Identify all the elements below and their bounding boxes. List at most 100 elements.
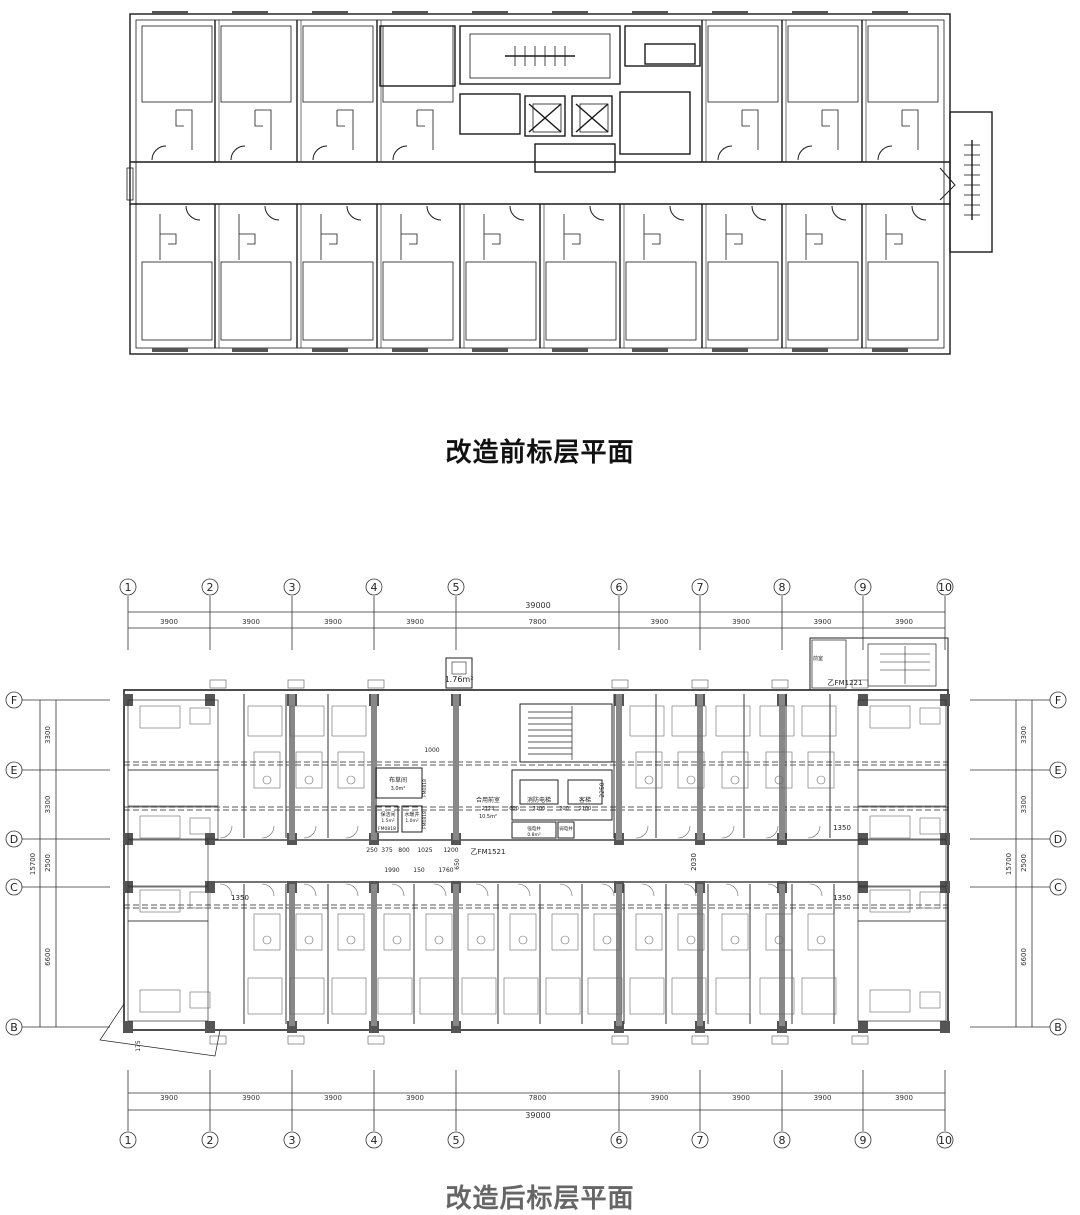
svg-text:5: 5 (453, 581, 460, 594)
bay-dim-top: 3900 (242, 618, 260, 626)
dim-1350-right-bottom: 1350 (833, 894, 851, 902)
water-area: 1.0m² (405, 818, 419, 824)
shaft-area: 0.8m² (527, 832, 541, 838)
cleaning-area: 1.5m² (381, 818, 395, 824)
dim-2250: 2250 (599, 782, 606, 797)
grid-bubble-top: 4 (365, 578, 383, 596)
grid-bubble-bottom: 1 (119, 1131, 137, 1149)
svg-text:1: 1 (125, 581, 132, 594)
grid-bubble-bottom: 2 (201, 1131, 219, 1149)
total-depth-left: 15700 (29, 853, 37, 875)
svg-text:C: C (10, 881, 18, 894)
grid-bubble-bottom: 5 (447, 1131, 465, 1149)
door-fm2: FM0818 (422, 779, 428, 797)
grid-bubble-right: B (1049, 1018, 1067, 1036)
grid-bubble-left: F (5, 691, 23, 709)
door-zfm2: 乙FM1521 (471, 848, 506, 856)
before-lift-1 (524, 95, 566, 137)
grid-bubble-bottom: 7 (691, 1131, 709, 1149)
cleaning-room (375, 805, 399, 833)
row-dim-left: 3300 (44, 796, 52, 814)
guest-lift-label: 客梯 (579, 796, 591, 804)
before-stair-core (459, 25, 621, 85)
bay-dim-bottom: 3900 (895, 1094, 913, 1102)
bay-dim-top: 3900 (324, 618, 342, 626)
total-depth-right: 15700 (1005, 853, 1013, 875)
fire-lift-label: 消防电梯 (527, 796, 551, 804)
row-dim-right: 3300 (1020, 726, 1028, 744)
svg-text:8: 8 (779, 1134, 786, 1147)
before-top-rooms (141, 20, 939, 162)
grid-bubble-right: E (1049, 761, 1067, 779)
corridor-dim: 250 (366, 847, 378, 854)
svg-text:4: 4 (371, 1134, 378, 1147)
before-stair-annex (949, 111, 993, 253)
bay-dim-bottom: 7800 (529, 1094, 547, 1102)
grid-bubble-bottom: 8 (773, 1131, 791, 1149)
corridor-dim: 150 (413, 867, 425, 874)
dim-175: 175 (135, 1040, 142, 1052)
bay-dim-bottom: 3900 (651, 1094, 669, 1102)
door-zfm: 乙FM1221 (828, 679, 863, 687)
bay-dim-top: 3900 (732, 618, 750, 626)
bay-dim-bottom: 3900 (324, 1094, 342, 1102)
water-label: 水暖井 (404, 811, 419, 818)
before-lobby (459, 93, 521, 135)
bay-dim-top: 7800 (529, 618, 547, 626)
bay-dim-top: 3900 (814, 618, 832, 626)
svg-text:2: 2 (207, 1134, 214, 1147)
row-dim-right: 6600 (1020, 948, 1028, 966)
dim-2125: 2125 (482, 806, 495, 812)
guest-lift (567, 779, 603, 805)
linen-room (375, 767, 423, 799)
shaft-area: 1.76m² (445, 675, 474, 684)
dim-1350-left: 1350 (231, 894, 249, 902)
svg-text:9: 9 (860, 581, 867, 594)
svg-text:9: 9 (860, 1134, 867, 1147)
svg-text:B: B (10, 1021, 18, 1034)
dim-1000: 1000 (424, 747, 439, 754)
stair-front-label: 前室 (813, 655, 823, 662)
before-plan-caption: 改造前标层平面 (445, 438, 635, 468)
grid-bubble-left: E (5, 761, 23, 779)
door-fm3: FM0818 (422, 811, 428, 829)
corridor-dim: 1200 (443, 847, 458, 854)
svg-text:F: F (11, 694, 17, 707)
grid-bubble-top: 3 (283, 578, 301, 596)
door-fm1: FM0818 (378, 826, 396, 832)
cleaning-label: 保洁间 (380, 811, 395, 818)
after-floor-plan: 1122334455667788991010390039003900390039… (5, 578, 1067, 1149)
bay-dim-bottom: 3900 (242, 1094, 260, 1102)
grid-bubble-bottom: 10 (936, 1131, 954, 1149)
grid-bubble-right: C (1049, 878, 1067, 896)
stair-core (519, 703, 613, 763)
grid-bubble-top: 5 (447, 578, 465, 596)
linen-label: 布草间 (389, 776, 407, 784)
svg-text:10: 10 (938, 581, 952, 594)
svg-text:5: 5 (453, 1134, 460, 1147)
bay-dim-bottom: 3900 (814, 1094, 832, 1102)
grid-bubble-left: C (5, 878, 23, 896)
corridor-dim: 1990 (384, 867, 399, 874)
svg-text:F: F (1055, 694, 1061, 707)
room-fixtures (139, 705, 941, 1015)
row-dim-right: 2500 (1020, 854, 1028, 872)
bay-dim-bottom: 3900 (732, 1094, 750, 1102)
svg-text:6: 6 (616, 581, 623, 594)
total-width-top: 39000 (525, 601, 550, 610)
bay-dim-top: 3900 (406, 618, 424, 626)
svg-text:10: 10 (938, 1134, 952, 1147)
dim-600: 600 (509, 806, 519, 812)
stair-annex (809, 637, 949, 691)
shaft-well (445, 657, 473, 689)
corridor-dim: 375 (381, 847, 393, 854)
guest-room-partitions (127, 694, 947, 1026)
bay-dim-bottom: 3900 (406, 1094, 424, 1102)
shaft2-label: 弱电井 (559, 825, 573, 832)
total-width-bottom: 39000 (525, 1111, 550, 1120)
svg-text:3: 3 (289, 581, 296, 594)
grid-bubble-left: B (5, 1018, 23, 1036)
grid-bubble-top: 10 (936, 578, 954, 596)
svg-text:8: 8 (779, 581, 786, 594)
